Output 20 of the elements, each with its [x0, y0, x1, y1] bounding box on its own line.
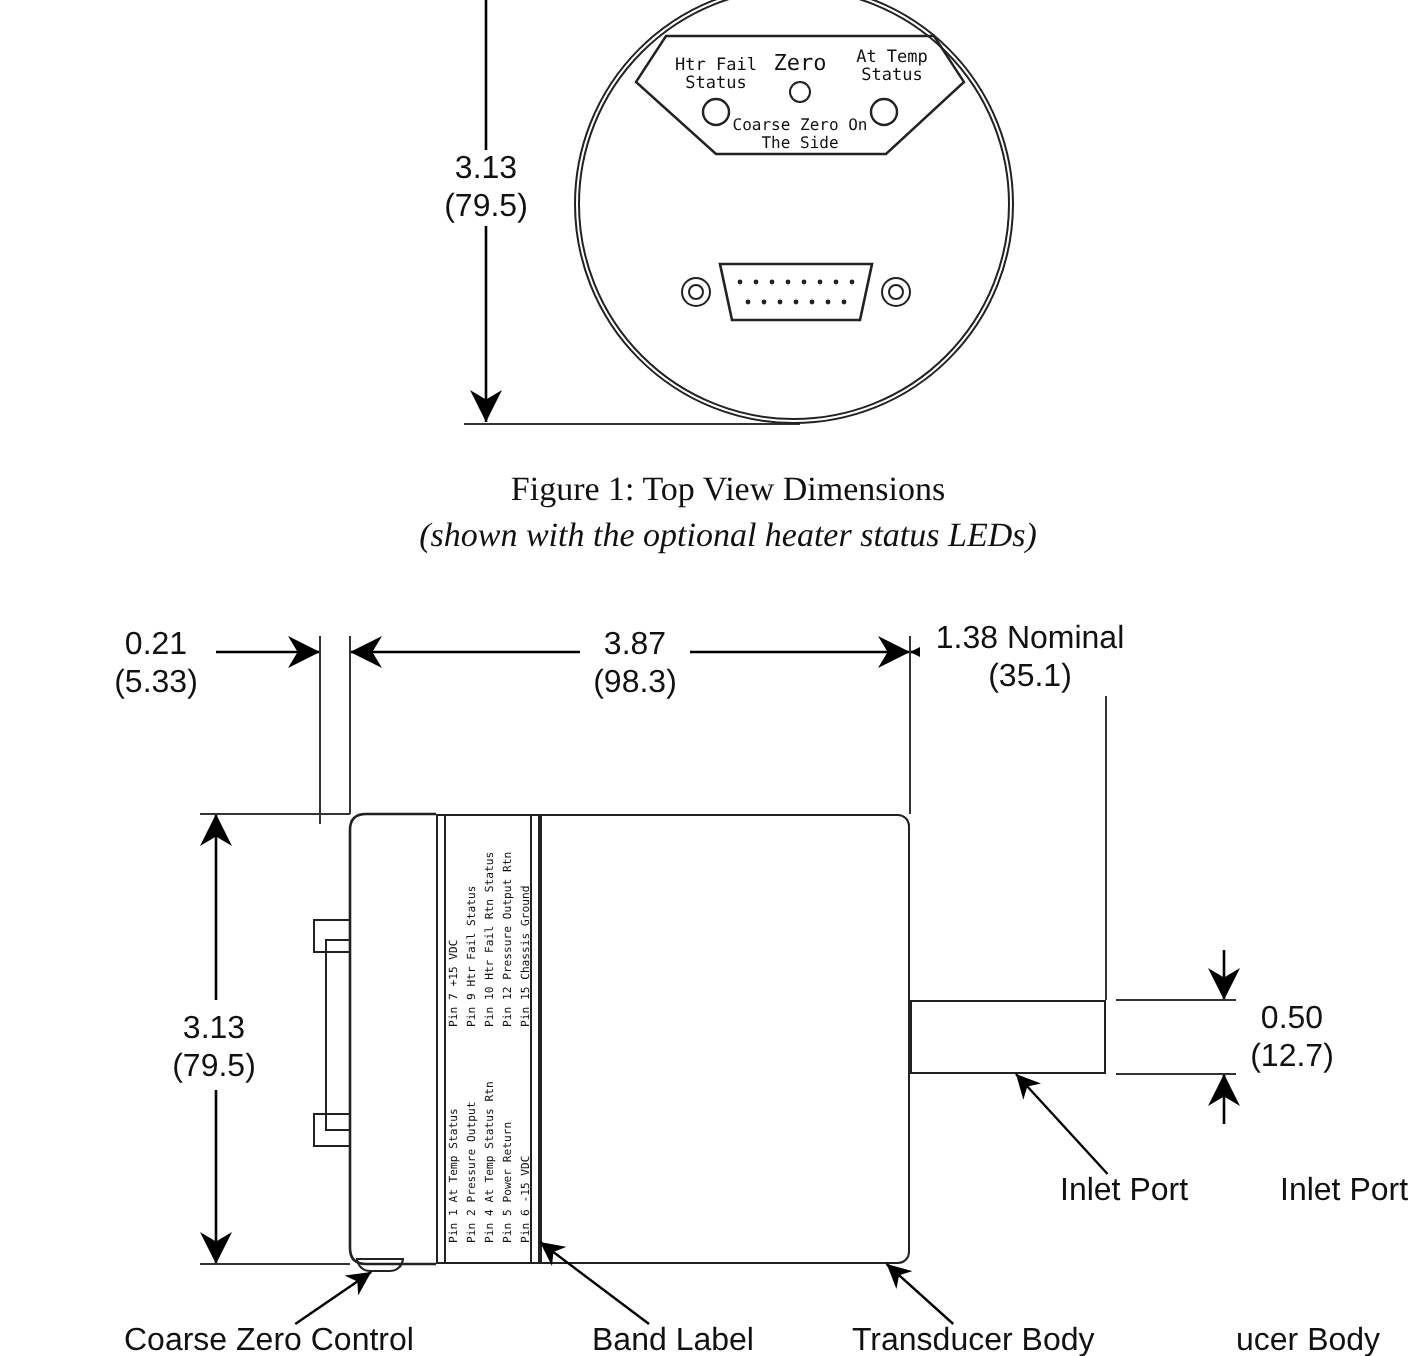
callout-label: Inlet Port [1060, 1174, 1189, 1210]
gauge-face [574, 0, 1014, 424]
part-label: Inlet Port [1280, 1174, 1409, 1210]
panel-text: At Temp Status [854, 50, 930, 86]
leader-line [1015, 1073, 1109, 1175]
panel-text: Zero [771, 54, 829, 72]
panel-text: Htr Fail Status [673, 58, 759, 94]
zero-knob [356, 1258, 404, 1272]
transducer-body [540, 814, 910, 1264]
inlet-port-tube [910, 1000, 1106, 1074]
leader-line [539, 1241, 650, 1325]
figure-caption: Figure 1: Top View Dimensions (shown with the optional heater status LEDs) [417, 468, 1039, 558]
callout-label: Band Label [592, 1324, 754, 1356]
part-label: ucer Body [1236, 1324, 1381, 1356]
panel-text: Coarse Zero On The Side [730, 116, 870, 152]
label-band [436, 814, 540, 1264]
callout-label: Transducer Body [852, 1324, 1095, 1356]
leader-line [885, 1263, 955, 1325]
callout-label: Coarse Zero Control [124, 1324, 414, 1356]
leader-line [294, 1271, 372, 1325]
